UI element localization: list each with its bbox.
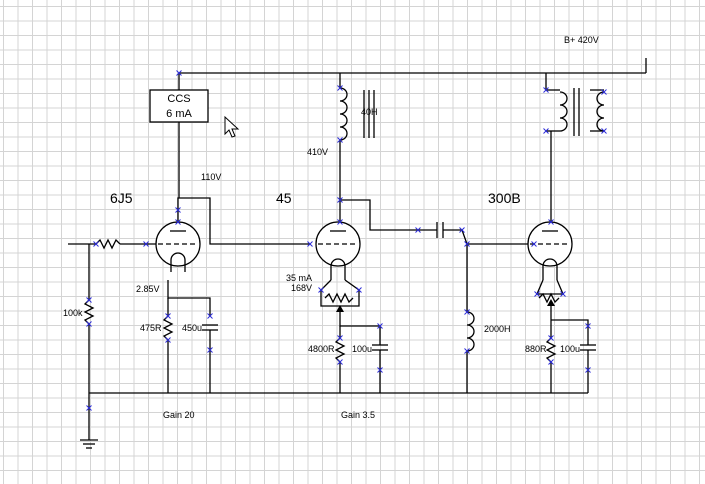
connection-marker xyxy=(175,219,181,225)
connection-marker xyxy=(318,287,324,293)
input-grid-resistor[interactable] xyxy=(68,238,156,250)
ccs-current-label: 6 mA xyxy=(166,108,192,120)
choke-2000h[interactable] xyxy=(466,244,475,393)
connection-marker xyxy=(601,128,607,134)
plate-to-coupling-cap[interactable] xyxy=(340,199,420,231)
tube-45[interactable] xyxy=(315,221,361,280)
output-transformer[interactable] xyxy=(545,73,605,222)
connection-marker xyxy=(93,241,99,247)
connection-marker xyxy=(337,359,343,365)
capacitor-100u-b[interactable] xyxy=(580,344,596,393)
tube2-cathode-voltage: 168V xyxy=(291,283,312,293)
stage2-gain-label: Gain 3.5 xyxy=(341,410,375,420)
c-100u-b-label: 100u xyxy=(560,344,580,354)
connection-marker xyxy=(86,297,92,303)
ccs-block[interactable]: CCS 6 mA xyxy=(149,89,209,198)
tube-6j5[interactable] xyxy=(155,221,201,268)
r-100k-label: 100k xyxy=(63,308,83,318)
connection-marker xyxy=(165,313,171,319)
coupling-wire-1[interactable] xyxy=(177,197,310,245)
connection-marker xyxy=(175,207,181,213)
choke-2000h-label: 2000H xyxy=(484,324,511,334)
b-plus-rail[interactable] xyxy=(178,58,647,90)
tube2-plate-voltage: 410V xyxy=(307,147,328,157)
c-450u-label: 450u xyxy=(182,323,202,333)
tube1-plate-voltage: 110V xyxy=(201,172,221,182)
ground-symbol xyxy=(80,439,98,449)
connection-marker xyxy=(459,227,465,233)
hum-pot-300b[interactable] xyxy=(536,279,564,320)
connection-markers xyxy=(86,70,607,411)
connection-marker xyxy=(337,197,343,203)
hum-pot-45[interactable] xyxy=(320,279,360,318)
connection-marker xyxy=(464,348,470,354)
r-880-label: 880R xyxy=(525,344,547,354)
tube3-name: 300B xyxy=(488,190,521,206)
connection-marker xyxy=(531,241,537,247)
connection-marker xyxy=(207,347,213,353)
capacitor-100u-a[interactable] xyxy=(372,344,388,393)
connection-marker xyxy=(415,227,421,233)
connection-marker xyxy=(337,85,343,91)
tube2-current-label: 35 mA xyxy=(286,273,312,283)
connection-marker xyxy=(165,337,171,343)
connection-marker xyxy=(543,128,549,134)
connection-marker xyxy=(464,241,470,247)
resistor-4800r[interactable] xyxy=(334,318,381,393)
connection-marker xyxy=(337,219,343,225)
resistor-475r[interactable] xyxy=(162,280,211,393)
r-4800-label: 4800R xyxy=(308,344,335,354)
ccs-label: CCS xyxy=(167,93,190,105)
connection-marker xyxy=(337,335,343,341)
resistor-880r[interactable] xyxy=(545,319,589,393)
c-100u-a-label: 100u xyxy=(352,344,372,354)
connection-marker xyxy=(548,335,554,341)
heater-voltage-label: 2.85V xyxy=(136,284,160,294)
connection-marker xyxy=(377,367,383,373)
connection-marker xyxy=(585,367,591,373)
connection-marker xyxy=(534,291,540,297)
connection-marker xyxy=(560,291,566,297)
mouse-pointer-icon xyxy=(224,115,240,138)
connection-marker xyxy=(307,241,313,247)
connection-marker xyxy=(356,287,362,293)
connection-marker xyxy=(601,89,607,95)
connection-marker xyxy=(207,313,213,319)
r-475-label: 475R xyxy=(140,323,162,333)
connection-marker xyxy=(377,323,383,329)
capacitor-450u[interactable] xyxy=(202,324,218,393)
tube1-name: 6J5 xyxy=(110,190,133,206)
connection-marker xyxy=(548,359,554,365)
connection-marker xyxy=(337,137,343,143)
choke-40h[interactable] xyxy=(339,73,375,222)
connection-marker xyxy=(585,323,591,329)
connection-marker xyxy=(86,405,92,411)
connection-marker xyxy=(464,309,470,315)
coupling-capacitor[interactable] xyxy=(420,222,534,245)
resistor-100k[interactable] xyxy=(83,244,95,440)
connection-marker xyxy=(143,241,149,247)
tube2-name: 45 xyxy=(276,190,292,206)
connection-marker xyxy=(543,87,549,93)
connection-marker xyxy=(176,70,182,76)
connection-marker xyxy=(86,321,92,327)
choke-40h-label: 40H xyxy=(361,107,378,117)
b-plus-label: B+ 420V xyxy=(564,35,599,45)
tube-300b[interactable] xyxy=(527,221,573,280)
stage1-gain-label: Gain 20 xyxy=(163,410,195,420)
connection-marker xyxy=(548,219,554,225)
